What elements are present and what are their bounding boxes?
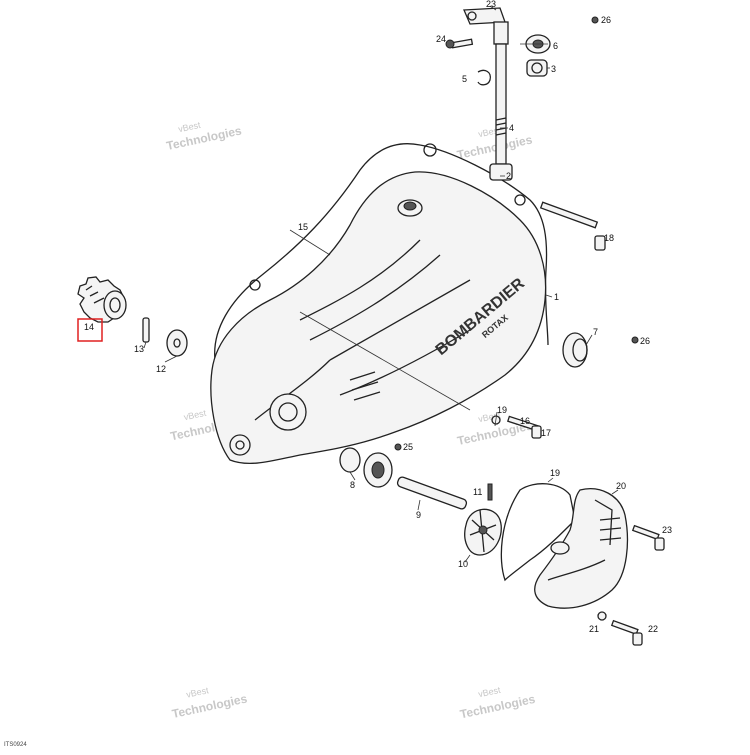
plug-7 bbox=[562, 332, 588, 368]
screw-22 bbox=[610, 619, 643, 646]
svg-text:vBest: vBest bbox=[177, 120, 202, 135]
watermark-2: vBest Technologies bbox=[456, 125, 534, 162]
callout-19b: 19 bbox=[550, 468, 560, 478]
watermark-6: vBest Technologies bbox=[459, 685, 537, 722]
callout-25: 25 bbox=[403, 442, 413, 452]
callout-23b: 23 bbox=[662, 525, 672, 535]
callout-3: 3 bbox=[551, 64, 556, 74]
callout-23: 23 bbox=[486, 0, 496, 9]
callout-26b: 26 bbox=[640, 336, 650, 346]
callout-18: 18 bbox=[604, 233, 614, 243]
loctite-dot-26b bbox=[631, 336, 639, 344]
svg-text:vBest: vBest bbox=[477, 685, 502, 700]
callout-4: 4 bbox=[509, 123, 514, 133]
callout-14[interactable]: 14 bbox=[84, 322, 94, 332]
watermark-5: vBest Technologies bbox=[171, 685, 249, 721]
svg-text:vBest: vBest bbox=[183, 408, 208, 423]
callout-20: 20 bbox=[616, 481, 626, 491]
washer-21 bbox=[597, 611, 607, 621]
svg-text:Technologies: Technologies bbox=[165, 123, 243, 153]
washer-12 bbox=[166, 329, 188, 357]
pin-13 bbox=[142, 317, 150, 343]
gasket-hole bbox=[514, 194, 526, 206]
callout-6: 6 bbox=[553, 41, 558, 51]
callout-19: 19 bbox=[497, 405, 507, 415]
gasket-outline bbox=[214, 143, 549, 361]
shaft-assembly bbox=[463, 7, 513, 181]
callout-10: 10 bbox=[458, 559, 468, 569]
callout-5: 5 bbox=[462, 74, 467, 84]
impeller-10 bbox=[464, 508, 502, 556]
pump-shaft-9 bbox=[396, 476, 468, 510]
callout-24: 24 bbox=[436, 34, 446, 44]
svg-text:Technologies: Technologies bbox=[459, 692, 537, 722]
callout-17: 17 bbox=[541, 428, 551, 438]
callout-2: 2 bbox=[506, 171, 511, 181]
pin-11 bbox=[487, 483, 493, 501]
bearing-3 bbox=[526, 59, 548, 77]
watermark-1: vBest Technologies bbox=[165, 120, 243, 153]
screw-23 bbox=[631, 524, 665, 551]
selected-part-highlight bbox=[77, 318, 103, 342]
callout-26: 26 bbox=[601, 15, 611, 25]
callout-12: 12 bbox=[156, 364, 166, 374]
gear-14 bbox=[77, 276, 127, 323]
drawing-code: ITS0924 bbox=[4, 742, 27, 748]
callout-15: 15 bbox=[298, 222, 308, 232]
callout-1: 1 bbox=[554, 292, 559, 302]
svg-text:Technologies: Technologies bbox=[456, 132, 534, 162]
callout-22: 22 bbox=[648, 624, 658, 634]
pump-cover-20 bbox=[534, 488, 629, 609]
gasket-hole bbox=[423, 143, 437, 157]
oil-seal-8 bbox=[339, 447, 393, 488]
callout-11: 11 bbox=[473, 487, 482, 497]
loctite-dot-26 bbox=[591, 16, 599, 24]
screw-24 bbox=[445, 38, 474, 49]
callout-labels: 23 24 26 6 5 3 4 2 18 15 1 7 26 14 13 12… bbox=[84, 0, 672, 634]
svg-text:vBest: vBest bbox=[185, 685, 210, 700]
circlip-5 bbox=[477, 69, 491, 86]
screw-17 bbox=[506, 415, 542, 439]
callout-16: 16 bbox=[520, 416, 530, 426]
callout-9: 9 bbox=[416, 510, 421, 520]
leader-lines bbox=[143, 5, 619, 563]
gasket-19 bbox=[500, 483, 576, 582]
crankcase-cover: BOMBARDIER ROTAX bbox=[210, 171, 547, 465]
callout-21: 21 bbox=[589, 624, 599, 634]
gasket-hole bbox=[249, 279, 261, 291]
loctite-dot-25 bbox=[394, 443, 402, 451]
callout-13: 13 bbox=[134, 344, 144, 354]
bolt-18 bbox=[539, 201, 606, 251]
callout-8: 8 bbox=[350, 480, 355, 490]
svg-text:Technologies: Technologies bbox=[171, 691, 249, 721]
callout-7: 7 bbox=[593, 327, 598, 337]
